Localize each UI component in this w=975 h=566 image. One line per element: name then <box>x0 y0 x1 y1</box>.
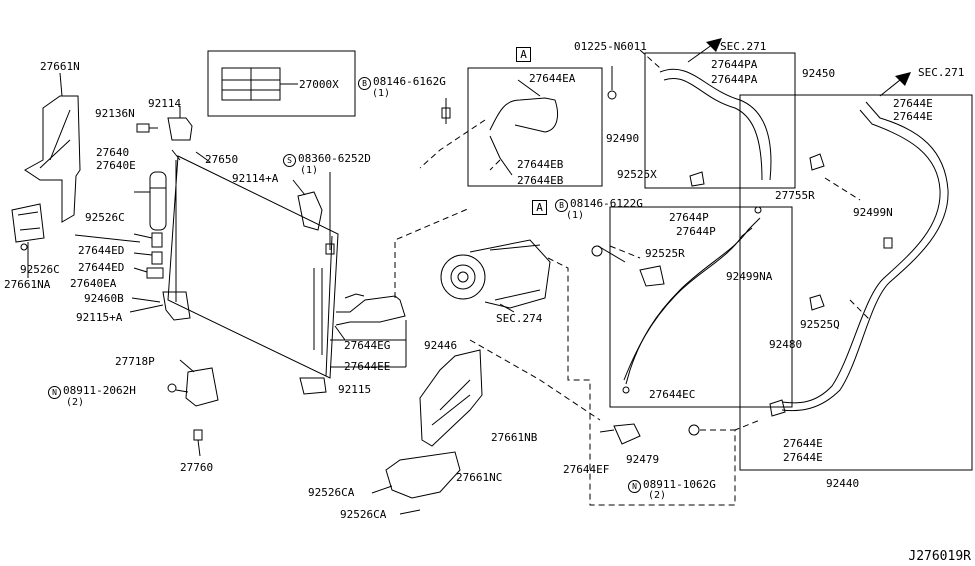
label-27640ea: 27640EA <box>70 277 117 290</box>
label-27644ef: 27644EF <box>563 463 610 476</box>
label-27661nc: 27661NC <box>456 471 503 484</box>
qty-bolt-2: (1) <box>566 210 585 221</box>
ref-box-a-2: A <box>532 200 547 215</box>
label-92499n: 92499N <box>853 206 893 219</box>
bracket-92115a <box>162 291 191 321</box>
label-27755r: 27755R <box>775 189 815 202</box>
label-27661na: 27661NA <box>4 278 51 291</box>
label-27640e: 27640E <box>96 159 136 172</box>
nut-prefix-icon: N <box>48 386 61 399</box>
compressor-pulley <box>440 254 486 300</box>
ref-box-a-1: A <box>516 47 531 62</box>
bolt-prefix-icon-2: B <box>555 199 568 212</box>
liquid-tube-92479 <box>613 423 641 445</box>
label-92115a-left: 92115+A <box>76 311 123 324</box>
receiver-drier <box>149 171 167 231</box>
label-27644pa-b: 27644PA <box>711 73 758 86</box>
bracket-27661na <box>11 203 45 243</box>
air-guide-27661nb <box>419 349 483 447</box>
label-27644p-a: 27644P <box>669 211 709 224</box>
label-92526ca-b: 92526CA <box>340 508 387 521</box>
label-27644e-d: 27644E <box>783 451 823 464</box>
label-27718p: 27718P <box>115 355 155 368</box>
label-27650: 27650 <box>205 153 239 166</box>
label-92115: 92115 <box>338 383 372 396</box>
qty-nut-1: (2) <box>66 397 85 408</box>
label-sec271-a: SEC.271 <box>720 40 767 53</box>
frame-92490 <box>467 67 603 187</box>
label-92480: 92480 <box>769 338 803 351</box>
label-27644eb-b: 27644EB <box>517 174 564 187</box>
label-92526c-b: 92526C <box>20 263 60 276</box>
label-27644e-b: 27644E <box>893 110 933 123</box>
frame-92480 <box>609 206 793 408</box>
qty-screw-1: (1) <box>300 165 319 176</box>
label-92526ca-a: 92526CA <box>308 486 355 499</box>
air-guide-27661nc <box>385 451 461 499</box>
label-01225-n6011: 01225-N6011 <box>574 40 647 53</box>
frame-92440 <box>739 94 973 471</box>
label-92490: 92490 <box>606 132 640 145</box>
label-27644eg: 27644EG <box>344 339 391 352</box>
label-92446: 92446 <box>424 339 458 352</box>
label-27644ee: 27644EE <box>344 360 391 373</box>
qty-bolt-1: (1) <box>372 88 391 99</box>
label-27640: 27640 <box>96 146 130 159</box>
label-92460b: 92460B <box>84 292 124 305</box>
label-92479: 92479 <box>626 453 660 466</box>
condenser <box>167 155 339 379</box>
bracket-92114a <box>297 191 323 231</box>
label-92136n: 92136N <box>95 107 135 120</box>
label-27000x: 27000X <box>299 78 339 91</box>
label-92440: 92440 <box>826 477 860 490</box>
compressor-body <box>469 239 551 309</box>
bracket-92115 <box>299 377 327 395</box>
air-guide-27661n <box>24 95 81 223</box>
label-92525q: 92525Q <box>800 318 840 331</box>
label-27644e-c: 27644E <box>783 437 823 450</box>
label-92114: 92114 <box>148 97 182 110</box>
catalog-number: J276019R <box>908 549 971 564</box>
qty-nut-2: (2) <box>648 490 667 501</box>
label-27661nb: 27661NB <box>491 431 538 444</box>
label-27661n: 27661N <box>40 60 80 73</box>
label-92499na: 92499NA <box>726 270 773 283</box>
label-92450: 92450 <box>802 67 836 80</box>
frame-27000x <box>207 50 356 117</box>
label-27644eb-a: 27644EB <box>517 158 564 171</box>
label-92525x: 92525X <box>617 168 657 181</box>
label-27644p-b: 27644P <box>676 225 716 238</box>
module-27718p <box>185 367 219 407</box>
label-27644ed-b: 27644ED <box>78 261 125 274</box>
label-27644ec: 27644EC <box>649 388 696 401</box>
label-27644ed-a: 27644ED <box>78 244 125 257</box>
label-92525r: 92525R <box>645 247 685 260</box>
screw-prefix-icon: S <box>283 154 296 167</box>
connector-27760 <box>193 429 203 441</box>
label-27644e-a: 27644E <box>893 97 933 110</box>
label-92114a: 92114+A <box>232 172 279 185</box>
frame-92450 <box>644 52 796 189</box>
label-27644pa-a: 27644PA <box>711 58 758 71</box>
label-sec274: SEC.274 <box>496 312 543 325</box>
label-27644ea: 27644EA <box>529 72 576 85</box>
label-27760: 27760 <box>180 461 214 474</box>
label-92526c-a: 92526C <box>85 211 125 224</box>
bracket-92114 <box>167 117 193 141</box>
nut-prefix-icon-2: N <box>628 480 641 493</box>
bolt-prefix-icon: B <box>358 77 371 90</box>
label-sec271-b: SEC.271 <box>918 66 965 79</box>
